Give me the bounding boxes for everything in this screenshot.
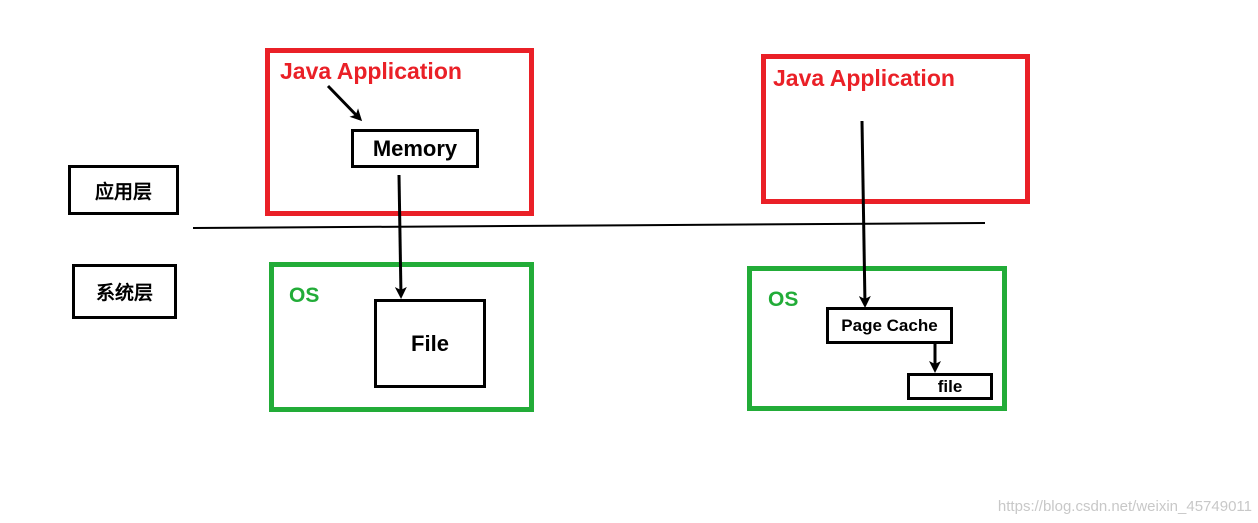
- right-file-box: file: [907, 373, 993, 400]
- system-layer-label-box: 系统层: [72, 264, 177, 319]
- right-file-label: file: [937, 376, 963, 396]
- file-label: File: [411, 330, 449, 356]
- system-layer-label: 系统层: [95, 282, 153, 304]
- watermark-text: https://blog.csdn.net/weixin_45749011: [997, 498, 1252, 515]
- app-layer-label: 应用层: [94, 180, 152, 203]
- app-layer-label-box: 应用层: [68, 165, 179, 215]
- memory-box: Memory: [351, 129, 479, 168]
- right-java-application-box: [761, 54, 1030, 204]
- page-cache-box: Page Cache: [826, 307, 953, 344]
- left-java-application-label: Java Application: [280, 58, 462, 84]
- file-box: File: [374, 299, 486, 388]
- right-java-application-label: Java Application: [773, 65, 955, 91]
- page-cache-label: Page Cache: [841, 315, 938, 335]
- right-os-label: OS: [768, 288, 799, 311]
- layer-divider-line: [192, 222, 986, 229]
- right-os-box: [747, 266, 1007, 411]
- memory-label: Memory: [372, 135, 458, 161]
- left-os-label: OS: [289, 284, 320, 307]
